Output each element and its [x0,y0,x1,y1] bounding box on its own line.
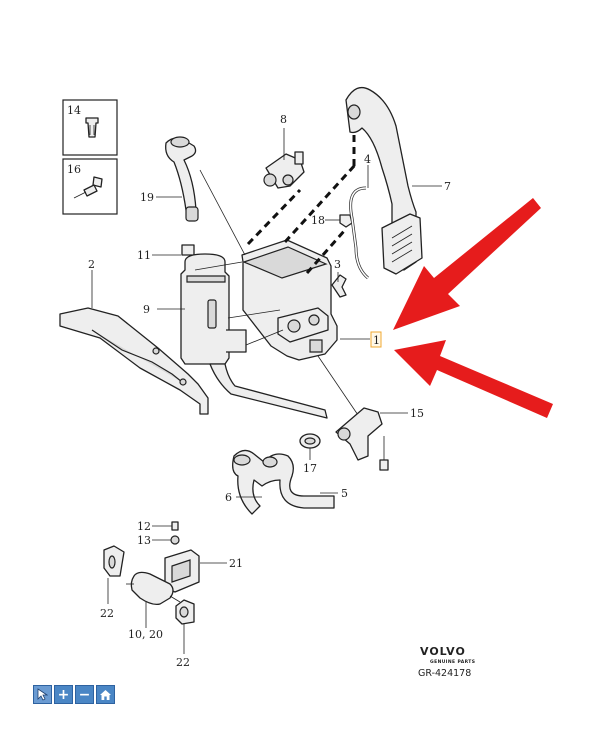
part-18-clip: 18 [311,214,353,228]
callout-4: 4 [364,153,371,166]
part-3-bracket: 3 [331,258,347,298]
part-10-20-filter: 10, 20 [126,571,181,641]
red-arrow-upper [393,198,541,330]
home-button[interactable] [96,685,115,704]
part-19-filler-tube: 19 [140,136,199,222]
zoom-out-button[interactable]: − [75,685,94,704]
callout-14: 14 [67,104,81,117]
part-22-grommet-left: 22 [100,545,125,620]
part-21-bracket: 21 [164,549,243,593]
zoom-toolbar: + − [33,685,115,704]
callout-16: 16 [67,163,81,176]
dashed-link-b [283,163,357,244]
dashed-link-c [305,229,347,274]
callout-7: 7 [444,180,451,193]
part-15-elbow: 15 [335,407,424,471]
callout-11: 11 [137,249,151,262]
part-4-hose: 4 [349,153,371,280]
volvo-logo: VOLVO GENUINE PARTS [420,645,475,665]
inset-part-14: 14 [62,99,118,156]
part-2-bracket: 2 [59,258,209,415]
callout-12: 12 [137,520,151,533]
part-12-13-fasteners: 12 13 [137,520,180,547]
logo-subtext: GENUINE PARTS [430,659,475,665]
red-arrow-lower [394,340,553,418]
callout-5: 5 [341,487,348,500]
zoom-out-icon: − [78,686,91,703]
dashed-link-a [246,188,302,246]
callout-8: 8 [280,113,287,126]
part-17-clamp: 17 [299,433,321,475]
part-8-connector: 8 [263,113,305,189]
inset-part-16: 16 [62,158,118,215]
callout-22-left: 22 [100,607,114,620]
callout-18: 18 [311,214,325,227]
callout-10-20: 10, 20 [128,628,163,641]
callout-13: 13 [137,534,151,547]
callout-9: 9 [143,303,150,316]
part-1-evap-canister [241,239,338,361]
part-9-filter: 9 [143,253,328,419]
part-5-6-hoses: 6 5 [225,449,348,515]
callout-21: 21 [229,557,243,570]
home-icon [100,689,111,700]
zoom-in-button[interactable]: + [54,685,73,704]
logo-text: VOLVO [420,645,466,658]
pointer-button[interactable] [33,685,52,704]
callout-1: 1 [373,334,380,347]
callout-3: 3 [334,258,341,271]
part-22-grommet-right: 22 [175,599,195,669]
callout-19: 19 [140,191,154,204]
callout-6: 6 [225,491,232,504]
drawing-reference: GR-424178 [418,668,471,679]
zoom-in-icon: + [57,686,70,703]
part-7-pipe: 7 [345,86,451,275]
pointer-icon [37,688,48,701]
callout-22-right: 22 [176,656,190,669]
callout-15: 15 [410,407,424,420]
callout-1-highlight[interactable]: 1 [340,331,382,348]
callout-2: 2 [88,258,95,271]
callout-17: 17 [303,462,317,475]
